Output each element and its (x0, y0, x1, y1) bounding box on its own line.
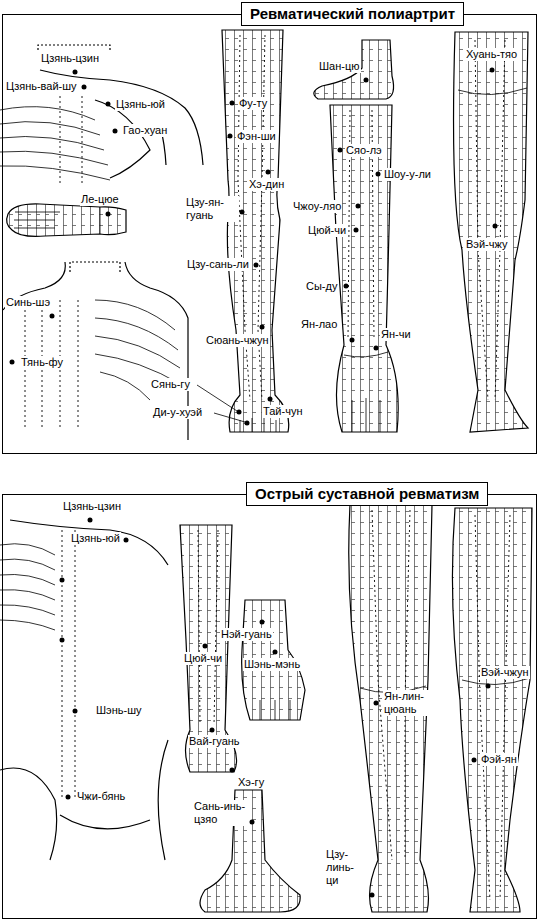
point-label: Цюй-чи (307, 224, 347, 237)
point-label: Сянь-гу (150, 378, 191, 391)
point-label: Цзянь-вай-шу (5, 80, 78, 93)
point-label: Сяо-лэ (345, 144, 383, 157)
foot-figure (314, 40, 394, 99)
point-label: Цзянь-юй (115, 98, 166, 111)
point-label: Вэй-чжу (465, 238, 508, 251)
point-label: Сы-ду (305, 280, 338, 293)
point-label: Цзянь-цзин (62, 500, 122, 513)
hand-figure (7, 204, 126, 236)
point-label: Хуань-тяо (465, 48, 518, 61)
shoulder-figure (0, 45, 203, 185)
point-label: Чжи-бянь (76, 790, 126, 803)
point-label: Цюй-чи (183, 652, 223, 665)
point-label: Ян-лао (300, 318, 338, 331)
point-label: Синь-шэ (5, 296, 51, 309)
point-label: Фу-ту (238, 97, 268, 110)
panel-heading: Острый суставной ревматизм (246, 482, 488, 506)
panel-frame: Острый суставной ревматизм (2, 494, 537, 919)
point-label: Цзу-линь-ци (325, 848, 367, 887)
point-label: Шэнь-шу (95, 704, 143, 717)
point-label: Шэнь-мэнь (243, 658, 301, 671)
point-label: Цзу-ян-гуань (185, 196, 239, 222)
point-label: Цзу-сань-ли (186, 258, 250, 271)
point-label: Тай-чун (262, 405, 303, 418)
point-label: Цзянь-юй (70, 532, 121, 545)
point-label: Чжоу-ляо (292, 200, 342, 213)
back-figure (0, 520, 168, 860)
point-label: Вай-гуань (188, 735, 241, 748)
point-label: Тянь-фу (20, 356, 64, 369)
point-label: Шоу-у-ли (383, 168, 432, 181)
point-label: Ян-чи (380, 328, 412, 341)
front-leg-figure (197, 30, 289, 432)
acupoint-dot (10, 68, 498, 898)
point-label: Шан-цю (318, 60, 361, 73)
panel-frame: Ревматический полиартрит (2, 14, 537, 454)
panel-heading: Ревматический полиартрит (241, 2, 464, 26)
point-label: Хэ-гу (237, 776, 265, 789)
arm-figure (330, 105, 398, 432)
point-label: Вэй-чжун (480, 666, 530, 679)
point-label: Фэн-ши (236, 130, 277, 143)
back-leg-figure (452, 508, 532, 912)
palm-figure (242, 600, 305, 720)
point-label: Хэ-дин (248, 178, 285, 191)
point-label: Сань-инь-цзяо (193, 800, 247, 826)
point-label: Цзянь-цзин (40, 52, 100, 65)
back-leg-figure (454, 32, 528, 432)
point-label: Гао-хуан (122, 124, 168, 137)
point-label: Ян-лин-цюань (383, 690, 447, 716)
point-label: Ле-цюе (80, 193, 120, 206)
point-label: Фэй-ян (480, 753, 518, 766)
point-label: Сюань-чжун (205, 334, 270, 347)
point-label: Нэй-гуань (220, 628, 273, 641)
point-label: Ди-у-хуэй (152, 406, 203, 419)
